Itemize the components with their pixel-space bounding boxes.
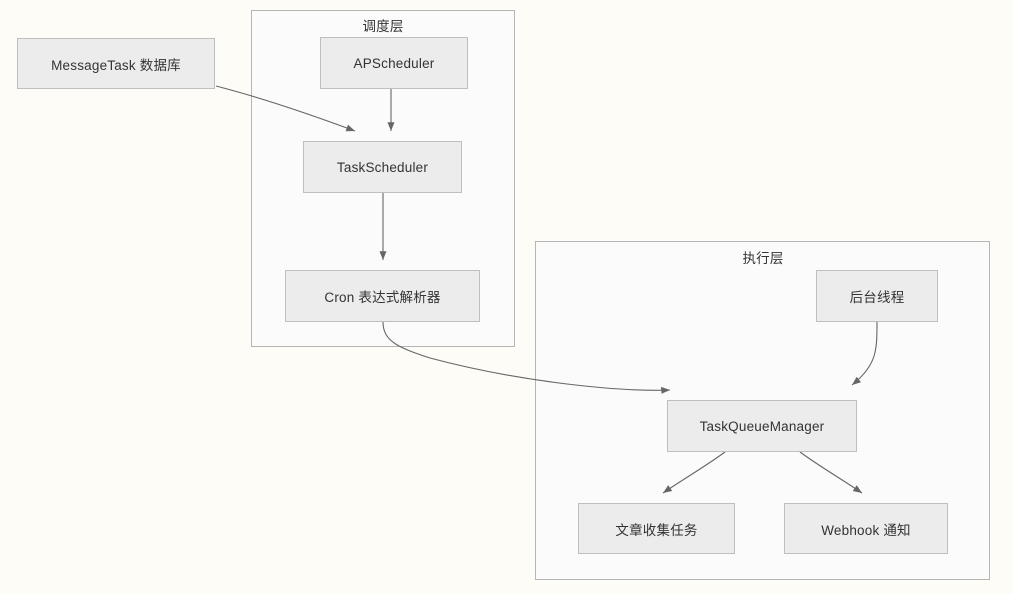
node-background-thread[interactable]: 后台线程 xyxy=(816,270,938,322)
node-article-collection-task-label: 文章收集任务 xyxy=(615,522,698,538)
node-background-thread-label: 后台线程 xyxy=(849,290,905,305)
node-messagetask-database-label: MessageTask 数据库 xyxy=(51,57,181,73)
node-messagetask-database[interactable]: MessageTask 数据库 xyxy=(17,38,215,89)
cluster-execution-layer-label: 执行层 xyxy=(742,251,784,266)
node-taskqueuemanager-label: TaskQueueManager xyxy=(699,418,825,434)
node-taskqueuemanager[interactable]: TaskQueueManager xyxy=(667,400,857,452)
node-cron-expression-parser[interactable]: Cron 表达式解析器 xyxy=(285,270,480,322)
node-taskscheduler-label: TaskScheduler xyxy=(336,159,429,175)
node-cron-expression-parser-label: Cron 表达式解析器 xyxy=(324,290,441,305)
node-apscheduler[interactable]: APScheduler xyxy=(320,37,468,89)
node-article-collection-task[interactable]: 文章收集任务 xyxy=(578,503,735,554)
cluster-scheduling-layer-label: 调度层 xyxy=(362,19,404,34)
node-apscheduler-label: APScheduler xyxy=(353,55,435,71)
node-taskscheduler[interactable]: TaskScheduler xyxy=(303,141,462,193)
node-webhook-notification[interactable]: Webhook 通知 xyxy=(784,503,948,554)
node-webhook-notification-label: Webhook 通知 xyxy=(821,522,911,538)
